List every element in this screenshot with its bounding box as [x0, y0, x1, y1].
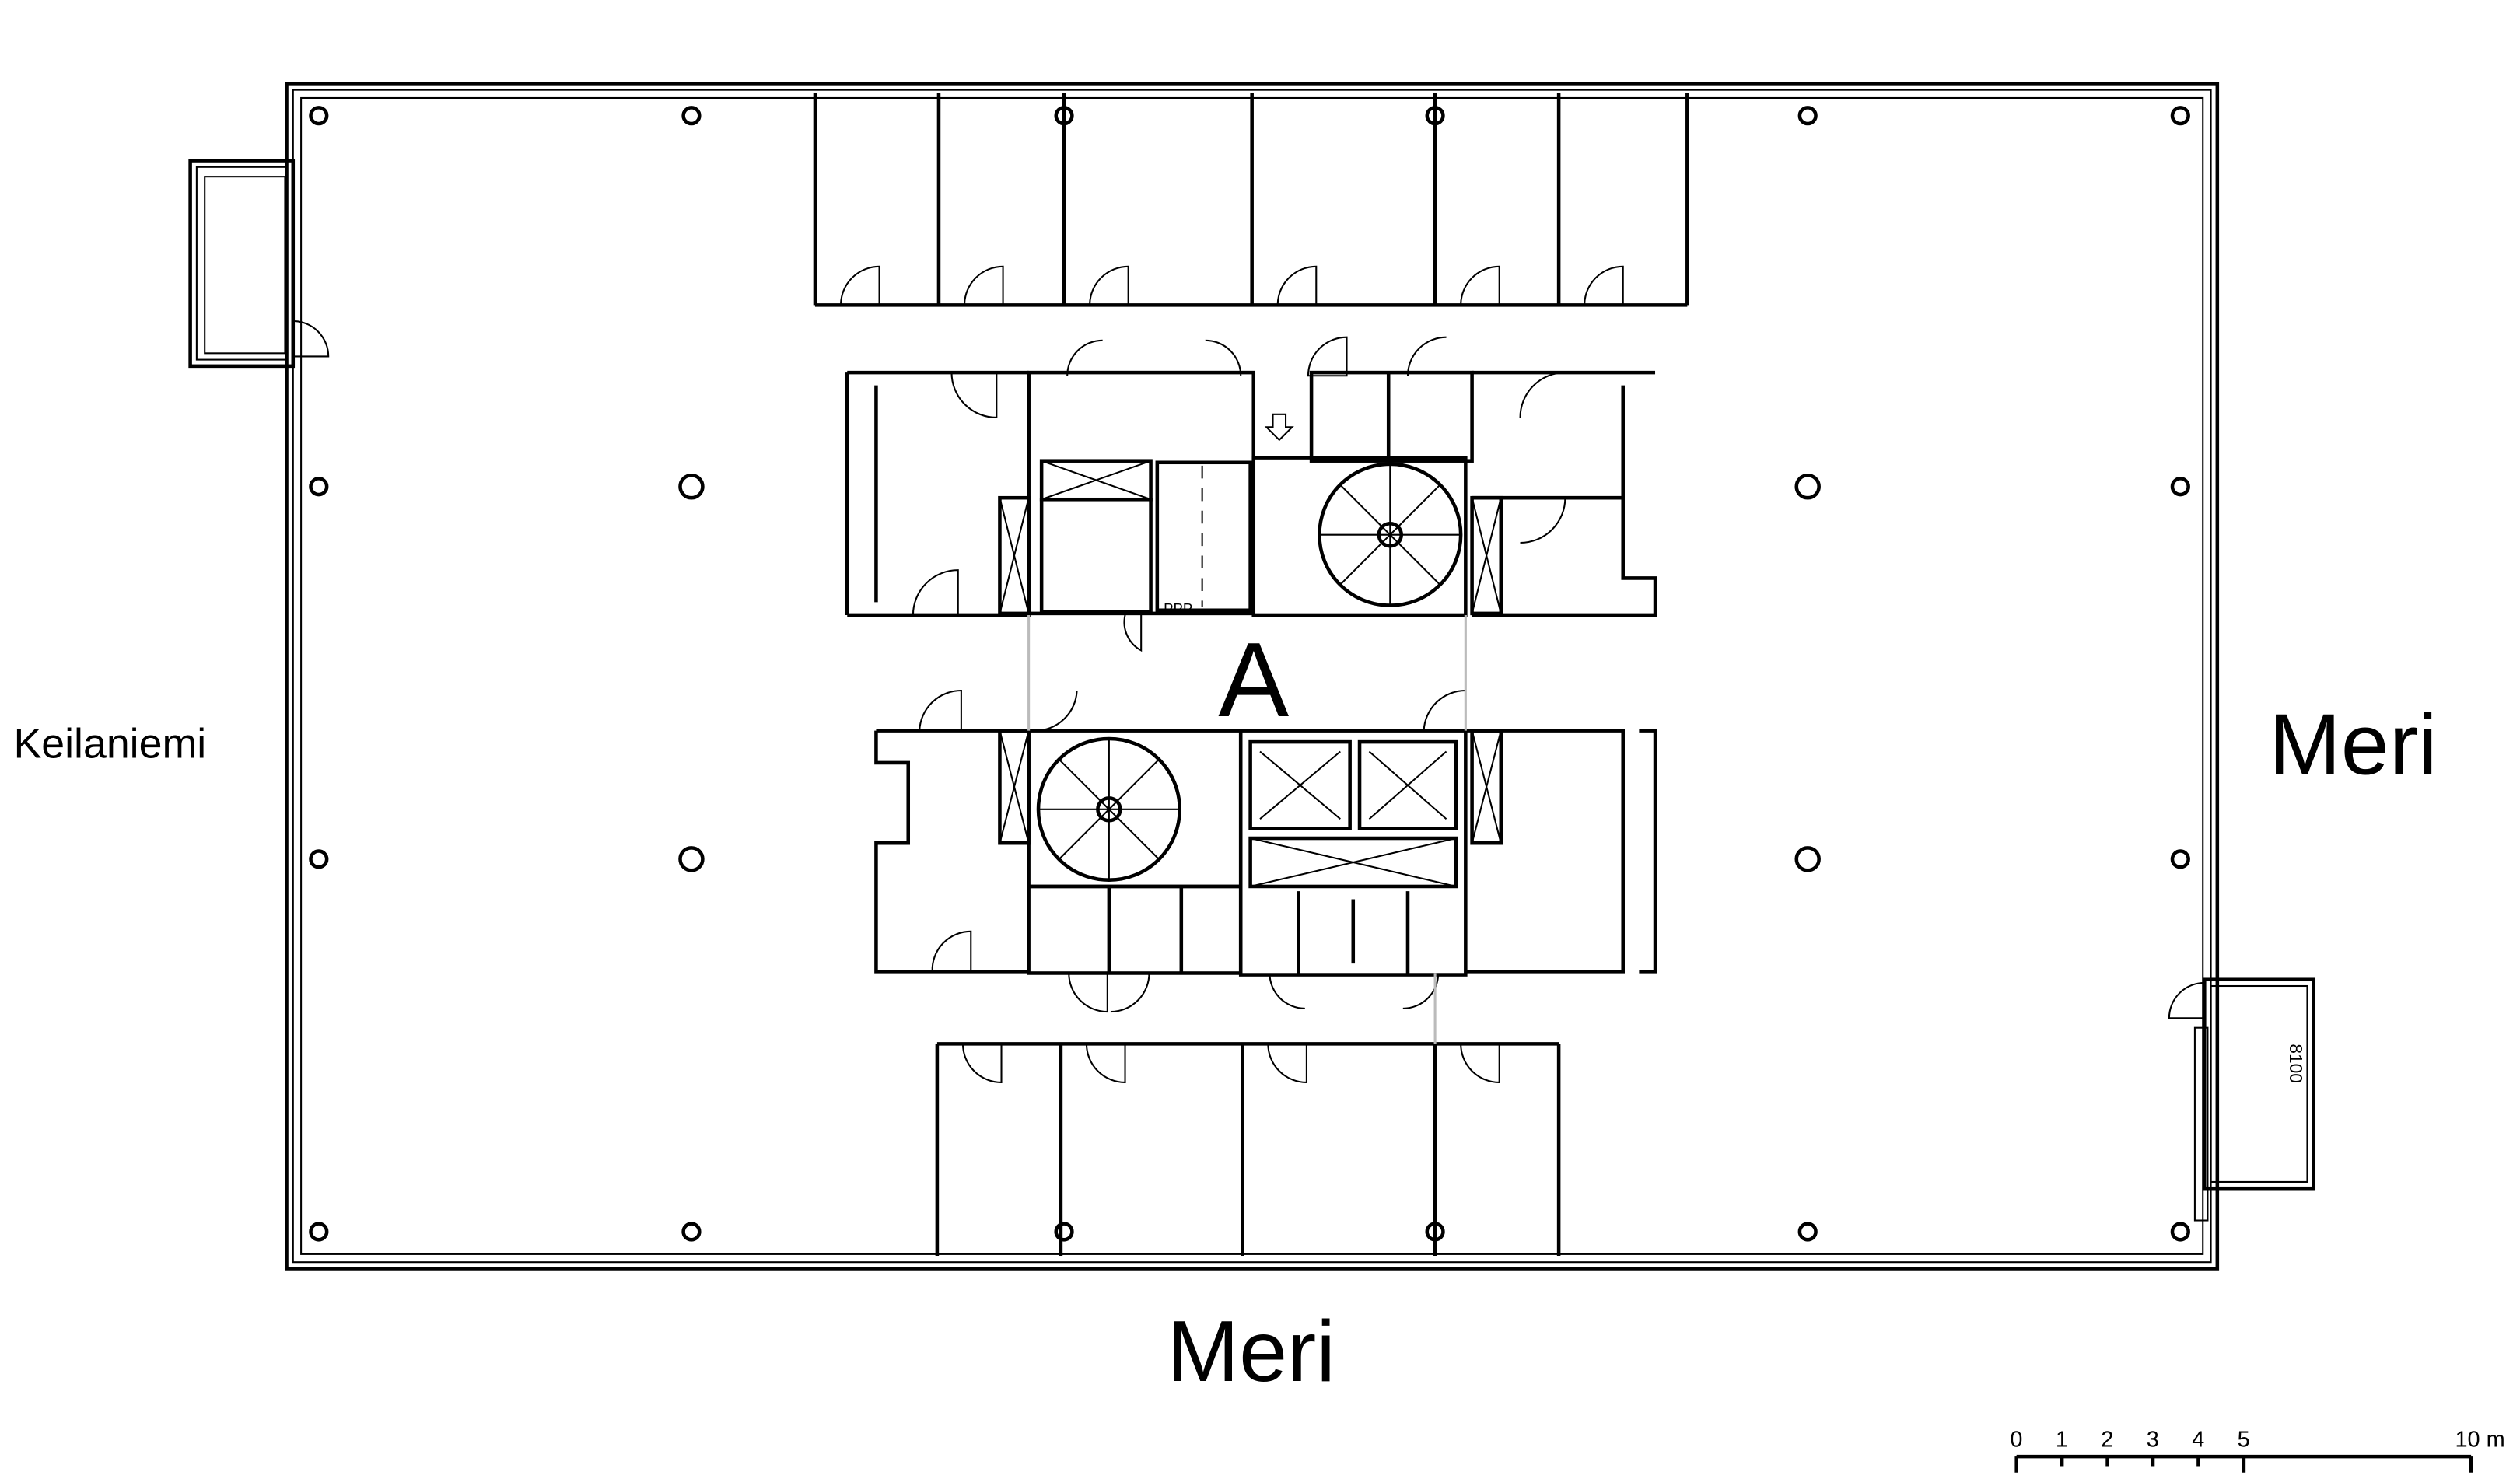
column [1797, 106, 1818, 126]
core-south [874, 614, 1657, 1044]
column [2170, 849, 2190, 869]
office-door[interactable] [839, 265, 880, 306]
column [1794, 474, 1821, 500]
column [2170, 106, 2190, 126]
office-door[interactable] [1460, 265, 1500, 306]
scale-end-label: 10 m [2455, 1428, 2504, 1453]
office-door[interactable] [1584, 265, 1624, 306]
column [309, 477, 329, 497]
structural-columns [309, 106, 2190, 1242]
column [678, 474, 705, 500]
outer-wall [285, 82, 2220, 1271]
column [309, 106, 329, 126]
column [681, 106, 702, 126]
office-door[interactable] [1085, 1044, 1126, 1083]
balcony-east: 8100 [2168, 977, 2316, 1222]
balcony-dimension: 8100 [2286, 1044, 2306, 1083]
office-door[interactable] [1267, 1044, 1307, 1083]
elevator-2 [1357, 740, 1458, 830]
office-door[interactable] [1460, 1044, 1500, 1083]
column [1794, 846, 1821, 872]
office-door[interactable] [1089, 265, 1129, 306]
office-door[interactable] [961, 1044, 1003, 1083]
scale-tick-label: 4 [2192, 1428, 2204, 1453]
scale-tick-label: 3 [2147, 1428, 2159, 1453]
column [2170, 477, 2190, 497]
scale-bar: 10 m 0 1 2 3 4 5 [2010, 1428, 2505, 1473]
elevator-1 [1248, 740, 1352, 830]
label-meri-east: Meri [2269, 695, 2438, 792]
perimeter-offices [813, 93, 1689, 1256]
arrow-down-icon [1264, 413, 1294, 442]
building-envelope [285, 82, 2220, 1271]
scale-tick-label: 1 [2056, 1428, 2068, 1453]
column [1797, 1222, 1818, 1242]
scale-tick-label: 0 [2010, 1428, 2022, 1453]
balcony-west [188, 159, 330, 369]
scale-tick-label: 2 [2101, 1428, 2113, 1453]
column [1054, 1222, 1074, 1242]
column [681, 1222, 702, 1242]
column [309, 849, 329, 869]
column [2170, 1222, 2190, 1242]
core-north: PPP [845, 336, 1657, 652]
office-door[interactable] [963, 265, 1004, 306]
label-keilaniemi: Keilaniemi [13, 721, 206, 767]
office-door[interactable] [1276, 265, 1318, 306]
shaft-tag: PPP [1164, 600, 1192, 617]
column [309, 1222, 329, 1242]
label-wing-a: A [1218, 621, 1289, 739]
column [678, 846, 705, 872]
label-meri-south: Meri [1167, 1302, 1335, 1400]
scale-tick-label: 5 [2238, 1428, 2250, 1453]
